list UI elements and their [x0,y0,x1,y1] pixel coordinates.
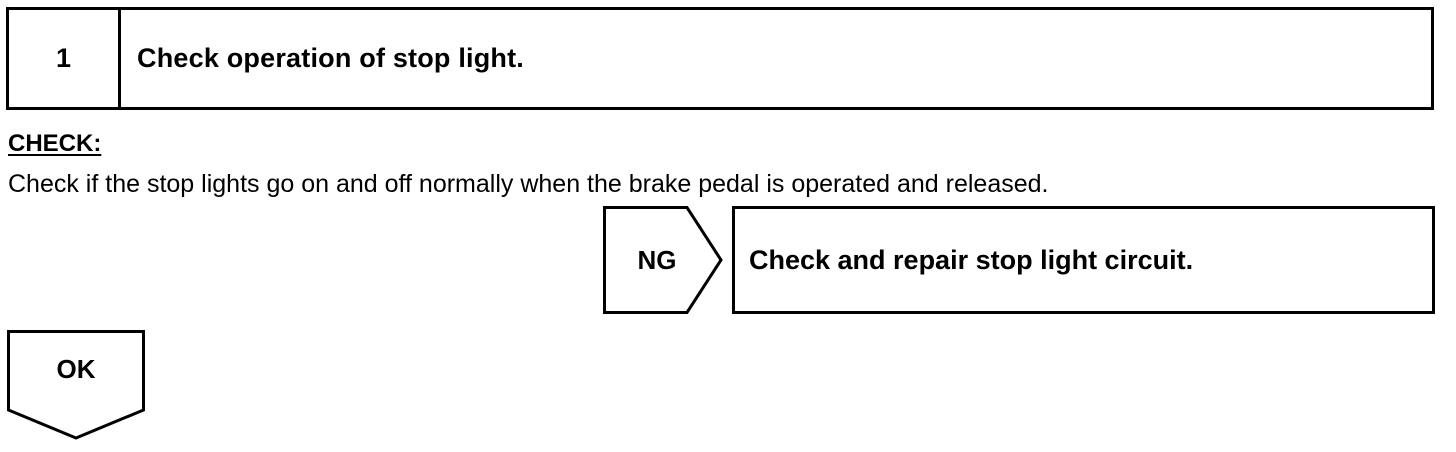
ng-label: NG [637,244,677,275]
ng-branch-arrow: NG [603,206,724,314]
step-header: 1 Check operation of stop light. [6,7,1434,110]
ng-result-text: Check and repair stop light circuit. [749,244,1194,275]
down-arrow-shape [7,330,145,440]
ng-result-box: Check and repair stop light circuit. [732,206,1435,314]
step-number: 1 [9,10,121,107]
right-arrow-shape [603,206,723,314]
check-heading: CHECK: [8,130,102,157]
step-title: Check operation of stop light. [137,43,525,73]
ok-label: OK [56,354,96,384]
ok-branch-arrow: OK [7,330,145,440]
check-instruction: Check if the stop lights go on and off n… [8,170,1049,198]
